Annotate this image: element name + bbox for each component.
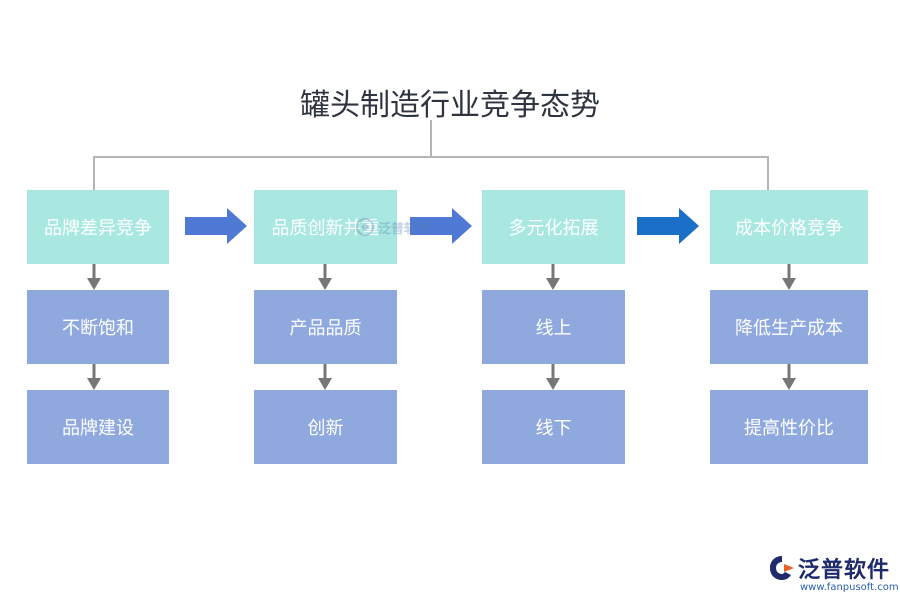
diagram-title: 罐头制造行业竞争态势 xyxy=(300,88,600,123)
down-arrow-icon xyxy=(546,264,560,290)
category-box-diversification: 多元化拓展 xyxy=(482,190,625,264)
item-box-offline: 线下 xyxy=(482,390,625,464)
item-label: 创新 xyxy=(307,418,344,439)
right-arrow-icon xyxy=(637,208,699,244)
brand-logo: 泛普软件 www.fanpusoft.com xyxy=(768,552,899,596)
category-label: 品质创新并重 xyxy=(271,218,380,239)
down-arrow-icon xyxy=(782,364,796,390)
item-box-product-quality: 产品品质 xyxy=(254,290,397,364)
down-arrow-icon xyxy=(318,364,332,390)
down-arrow-icon xyxy=(87,264,101,290)
item-box-reduce-cost: 降低生产成本 xyxy=(710,290,868,364)
category-box-brand: 品牌差异竞争 xyxy=(27,190,169,264)
item-label: 降低生产成本 xyxy=(735,318,843,339)
item-box-online: 线上 xyxy=(482,290,625,364)
item-label: 线上 xyxy=(535,318,572,339)
down-arrow-icon xyxy=(87,364,101,390)
category-label: 品牌差异竞争 xyxy=(44,218,152,239)
connector-drop-1 xyxy=(93,156,95,190)
right-arrow-icon xyxy=(185,208,247,244)
logo-url: www.fanpusoft.com xyxy=(800,582,899,593)
item-label: 产品品质 xyxy=(289,318,362,339)
fanpu-logo-icon xyxy=(770,556,794,580)
down-arrow-icon xyxy=(546,364,560,390)
right-arrow-icon xyxy=(410,208,472,244)
logo-name: 泛普软件 xyxy=(798,558,891,583)
item-box-saturation: 不断饱和 xyxy=(27,290,169,364)
item-label: 线下 xyxy=(535,418,572,439)
category-label: 成本价格竞争 xyxy=(735,218,843,239)
connector-trunk xyxy=(430,120,432,158)
connector-bus xyxy=(93,156,769,158)
connector-drop-4 xyxy=(767,156,769,190)
down-arrow-icon xyxy=(318,264,332,290)
item-label: 不断饱和 xyxy=(62,318,134,339)
category-box-quality: 品质创新并重 xyxy=(254,190,397,264)
item-box-value-for-money: 提高性价比 xyxy=(710,390,868,464)
item-label: 品牌建设 xyxy=(62,418,134,439)
item-box-brand-building: 品牌建设 xyxy=(27,390,169,464)
down-arrow-icon xyxy=(782,264,796,290)
category-box-cost-price: 成本价格竞争 xyxy=(710,190,868,264)
item-box-innovation: 创新 xyxy=(254,390,397,464)
item-label: 提高性价比 xyxy=(744,418,834,439)
category-label: 多元化拓展 xyxy=(508,218,599,239)
